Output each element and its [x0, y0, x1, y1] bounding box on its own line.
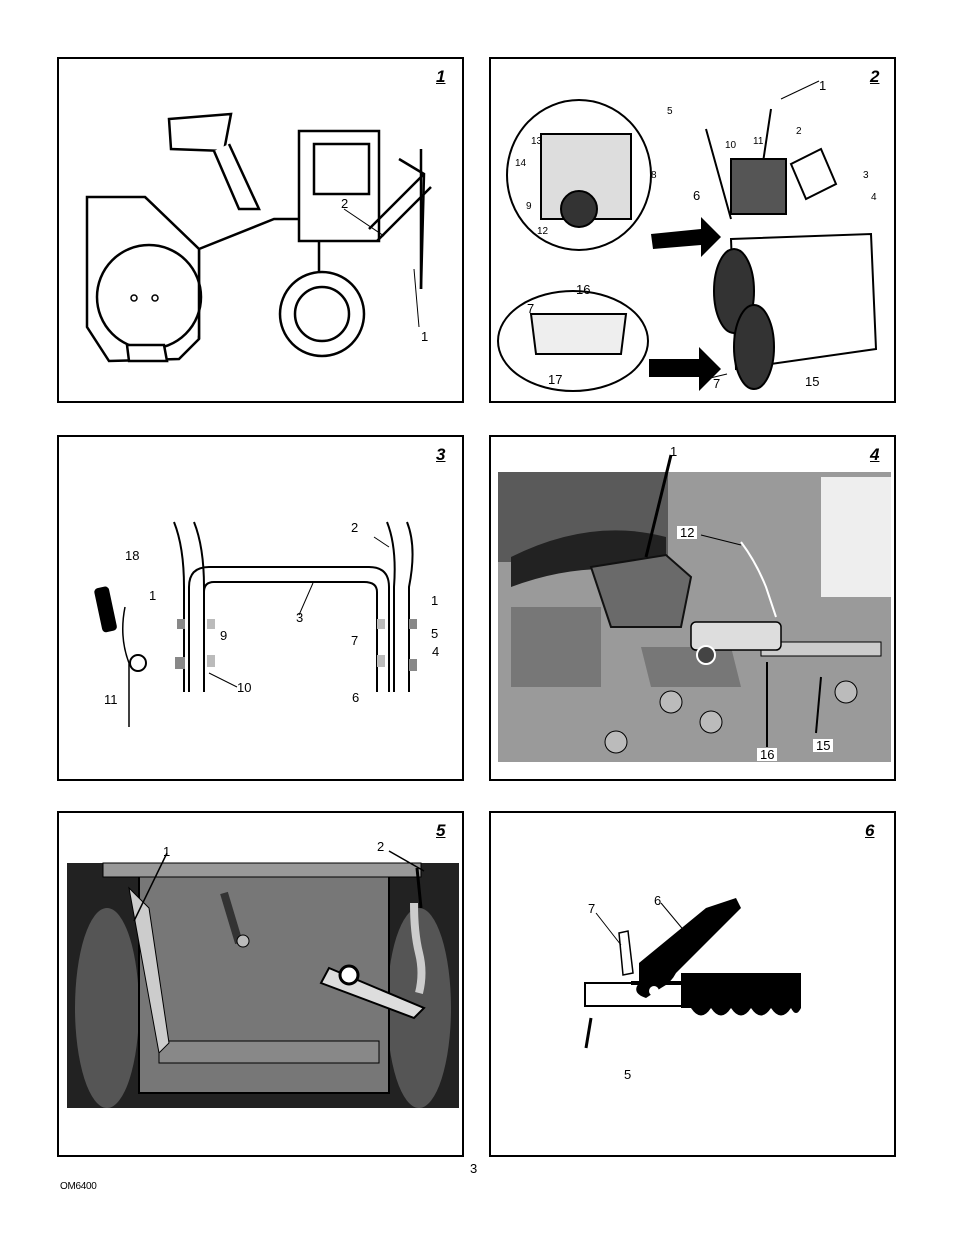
- callout: 5: [431, 626, 439, 641]
- callout: 2: [341, 196, 349, 211]
- figure-3-panel: 3 1 2 3 1 4 5 6 7 9 10 11 18: [57, 435, 464, 781]
- callout: 2: [377, 839, 385, 854]
- callout: 7: [527, 301, 535, 316]
- callout: 12: [537, 226, 549, 237]
- document-id: OM6400: [60, 1181, 97, 1192]
- figure-4-panel: 4 1 12 15 16: [489, 435, 896, 781]
- auger-housing-rear-photo: [67, 850, 459, 1108]
- callout: 9: [526, 201, 532, 212]
- figure-4-number: 4: [870, 445, 880, 464]
- callout: 11: [753, 136, 764, 147]
- figure-3-number: 3: [436, 445, 446, 464]
- callout: 1: [670, 444, 678, 459]
- callout: 2: [796, 126, 802, 137]
- callout: 15: [805, 374, 820, 389]
- handle-lever-illustration: [584, 898, 801, 1049]
- callout: 17: [548, 372, 563, 387]
- callout: 4: [432, 644, 440, 659]
- callout: 15: [813, 739, 834, 752]
- callout: 11: [104, 692, 118, 707]
- callout: 12: [677, 526, 698, 539]
- callout: 18: [125, 548, 140, 563]
- callout: 1: [819, 78, 827, 93]
- callout: 10: [237, 680, 252, 695]
- callout: 3: [863, 170, 869, 181]
- callout: 7: [588, 901, 596, 916]
- callout: 16: [757, 748, 778, 761]
- figure-5-panel: 5 1 2: [57, 811, 464, 1157]
- callout: 6: [693, 188, 701, 203]
- figure-2-panel: 2 1 2 3 4 5 6 7 8 9 10 11 12 13 14 15 16…: [489, 57, 896, 403]
- callout: 4: [871, 192, 877, 203]
- callout: 1: [421, 329, 429, 344]
- snowthrower-front-view-illustration: [497, 80, 878, 392]
- callout: 1: [163, 844, 171, 859]
- handle-assembly-illustration: [94, 521, 417, 727]
- callout: 7: [713, 376, 721, 391]
- callout: 8: [651, 170, 657, 181]
- callout: 7: [351, 633, 359, 648]
- callout: 6: [352, 690, 360, 705]
- figure-1-number: 1: [436, 67, 446, 86]
- figure-5-number: 5: [436, 821, 446, 840]
- figure-6-number: 6: [865, 821, 875, 840]
- callout: 5: [667, 106, 673, 117]
- callout: 10: [725, 140, 737, 151]
- callout: 13: [531, 136, 543, 147]
- figure-6-panel: 6 5 6 7: [489, 811, 896, 1157]
- callout: 2: [351, 520, 359, 535]
- figure-2-number: 2: [870, 67, 880, 86]
- shift-rod-linkage-photo: [498, 454, 891, 762]
- callout: 16: [576, 282, 591, 297]
- page-number: 3: [470, 1161, 478, 1176]
- callout: 14: [515, 158, 527, 169]
- snowthrower-side-view-illustration: [85, 112, 432, 363]
- callout: 1: [149, 588, 157, 603]
- callout: 3: [296, 610, 304, 625]
- callout: 9: [220, 628, 228, 643]
- callout: 1: [431, 593, 439, 608]
- callout: 5: [624, 1067, 632, 1082]
- callout: 6: [654, 893, 662, 908]
- figure-1-panel: 1 1 2: [57, 57, 464, 403]
